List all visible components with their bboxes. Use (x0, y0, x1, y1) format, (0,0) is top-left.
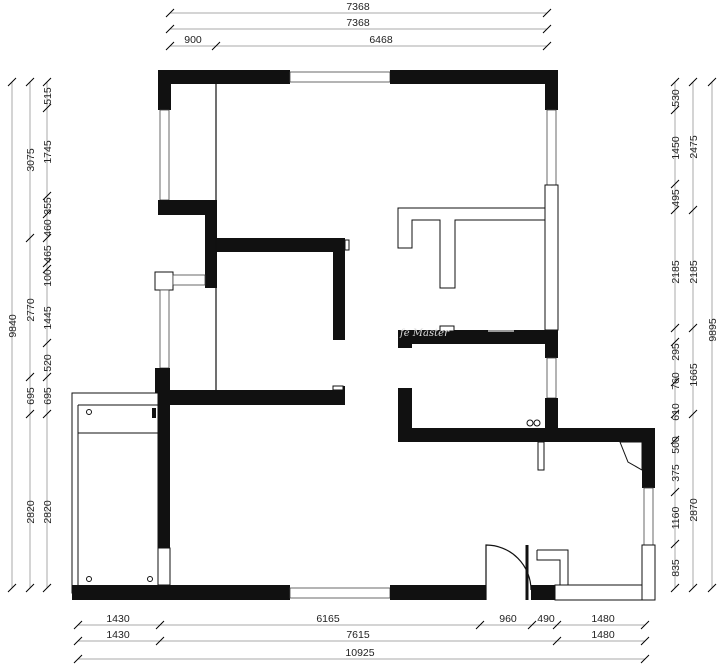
dim-text: 460 (42, 219, 54, 237)
dim-text: 1430 (106, 613, 130, 625)
dim-text: 835 (670, 559, 682, 577)
balcony (71, 392, 159, 594)
window (546, 109, 557, 186)
dim-text: 9895 (707, 318, 719, 342)
bottom-dimensions: 1430 6165 960 490 1480 1430 7615 1480 10… (73, 613, 650, 664)
dim-text: 100 (42, 269, 54, 287)
watermark: fe Master (399, 328, 450, 339)
dim-text: 695 (25, 387, 37, 405)
dim-text: 1745 (42, 140, 54, 164)
dim-text: 2820 (25, 500, 37, 524)
dim-text: 760 (670, 372, 682, 390)
dim-text: 3075 (25, 148, 37, 172)
dim-text: 2870 (688, 498, 700, 522)
dim-text: 2475 (688, 135, 700, 159)
dim-text: 1160 (670, 507, 682, 530)
dim-text: 6165 (316, 613, 340, 625)
dim-text: 375 (670, 464, 682, 482)
dim-text: 2185 (670, 260, 682, 284)
dim-text: 520 (42, 354, 54, 372)
dim-text: 900 (184, 34, 202, 46)
dim-text: 7615 (346, 629, 370, 641)
dim-text: 490 (537, 613, 555, 625)
walls (71, 70, 656, 601)
dim-text: 495 (670, 189, 682, 207)
window (546, 357, 557, 399)
dim-text: 295 (670, 343, 682, 361)
dim-text: 610 (670, 403, 682, 421)
dim-text: 7368 (346, 17, 370, 29)
window (289, 587, 391, 599)
window (159, 289, 170, 369)
dim-text: 2820 (42, 500, 54, 524)
dim-text: 355 (42, 197, 54, 215)
window (172, 274, 206, 286)
window (159, 109, 170, 201)
dim-text: 10925 (345, 647, 374, 659)
dim-text: 7368 (346, 1, 370, 13)
right-dimensions: 530 1450 495 2185 295 760 610 500 375 11… (670, 77, 719, 593)
dim-text: 465 (42, 245, 54, 263)
dim-text: 695 (42, 387, 54, 405)
dim-text: 530 (670, 89, 682, 107)
dim-text: 515 (42, 87, 54, 105)
dim-text: 1445 (42, 306, 54, 330)
dim-text: 960 (499, 613, 517, 625)
dim-text: 1665 (688, 363, 700, 387)
window (289, 71, 391, 83)
dim-text: 1430 (106, 629, 130, 641)
dim-text: 1450 (670, 136, 682, 160)
dim-text: 9840 (7, 314, 19, 338)
dim-text: 6468 (369, 34, 393, 46)
dim-text: 1480 (591, 613, 615, 625)
dim-text: 500 (670, 436, 682, 454)
dim-text: 1480 (591, 629, 615, 641)
top-dimensions: 7368 7368 900 6468 (165, 1, 552, 51)
dim-text: 2770 (25, 298, 37, 322)
door-swing (485, 544, 532, 600)
kitchen-counter (397, 207, 546, 289)
window (643, 487, 654, 546)
left-dimensions: 9840 3075 2770 695 2820 515 1745 355 460… (7, 77, 54, 593)
dim-text: 2185 (688, 260, 700, 284)
